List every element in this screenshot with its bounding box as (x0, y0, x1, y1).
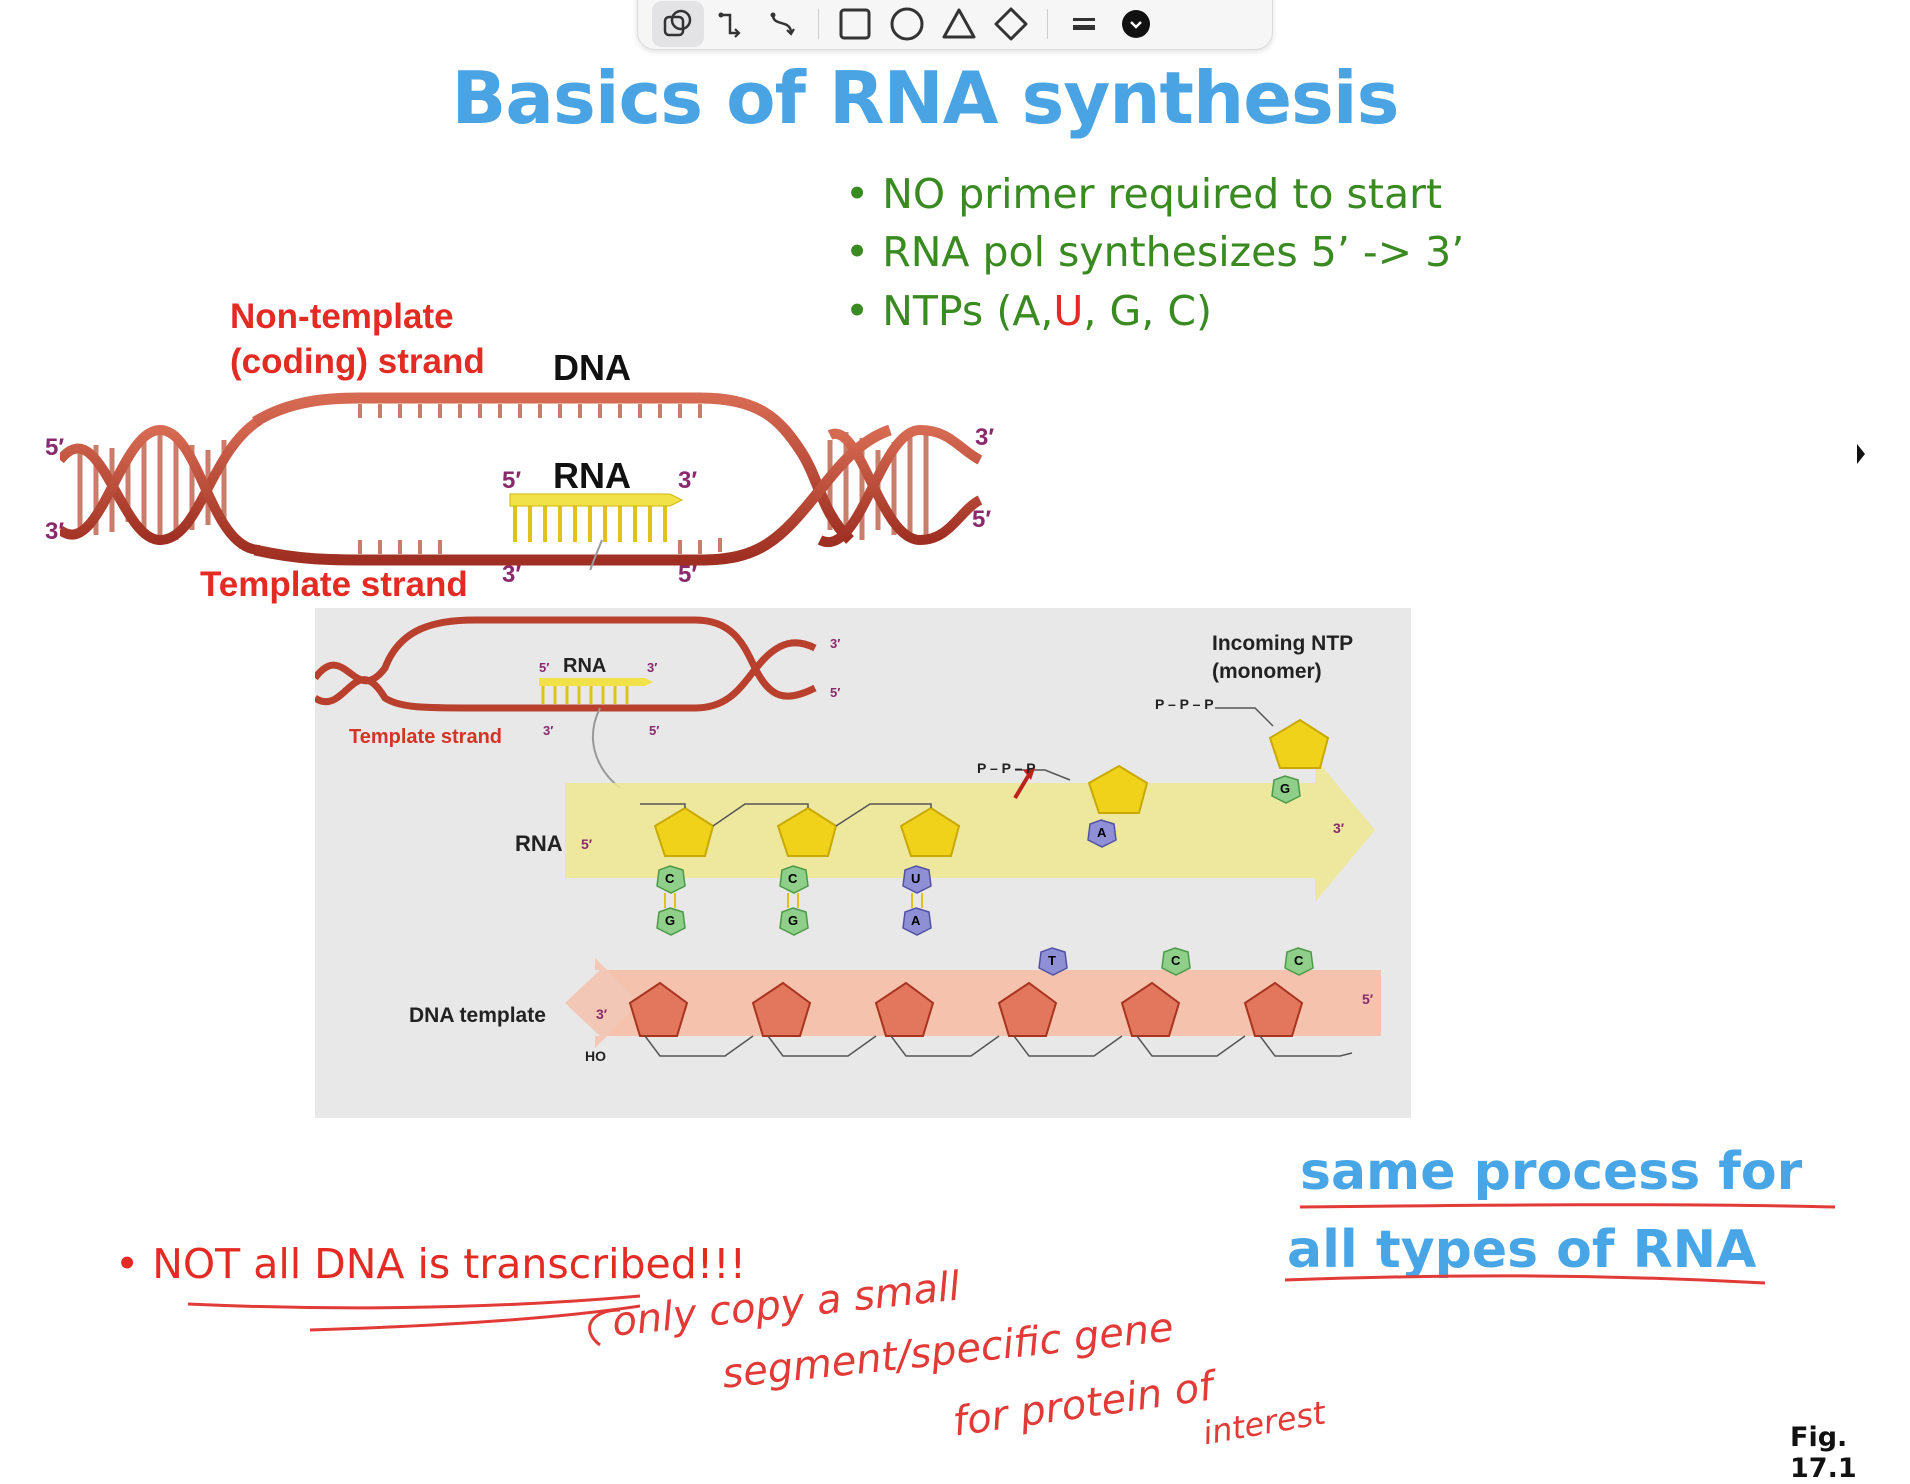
figure-caption: Fig. 17.1 (1790, 1422, 1857, 1484)
rna-base-c2: C (788, 871, 798, 886)
incoming-base-g: G (1280, 781, 1291, 796)
color-picker-icon[interactable] (1110, 1, 1162, 47)
ho-end: HO (585, 1048, 606, 1064)
monomer-label: (monomer) (1212, 660, 1322, 683)
square-icon[interactable] (829, 1, 881, 47)
dna-base-g1: G (665, 913, 676, 928)
mini-dna-5: 5′ (830, 685, 841, 700)
curved-connector-icon[interactable] (756, 1, 808, 47)
template-5-end: 5′ (678, 561, 698, 588)
dna-3-end-left: 3′ (45, 518, 65, 545)
diamond-icon[interactable] (985, 1, 1037, 47)
toolbar-divider (818, 9, 819, 39)
drawing-toolbar (637, 0, 1273, 50)
rna-strand-3: 3′ (1333, 820, 1345, 836)
dna-base-g2: G (788, 913, 799, 928)
transcription-bubble-diagram (60, 392, 983, 570)
handwritten-note-line4: interest (1200, 1393, 1329, 1453)
incoming-ntp-label: Incoming NTP (1212, 632, 1354, 655)
toolbar-divider (1047, 9, 1048, 39)
line-weight-icon[interactable] (1058, 1, 1110, 47)
mini-template-3: 3′ (543, 723, 554, 738)
detail-figure-panel: RNA 5′ 3′ Template strand 3′ 5′ 3′ 5′ RN… (312, 608, 1411, 1118)
handwritten-note-line3: for protein of (950, 1363, 1216, 1446)
dna-label: DNA (553, 347, 631, 388)
mini-rna-3: 3′ (647, 660, 658, 675)
same-process-line1: same process for (1300, 1142, 1803, 1202)
slide-title: Basics of RNA synthesis (451, 56, 1400, 140)
connector-icon[interactable] (704, 1, 756, 47)
template-strand-label: Template strand (200, 565, 468, 604)
nontemplate-label-2: (coding) strand (230, 342, 485, 381)
dna-template-label: DNA template (409, 1004, 546, 1027)
rna-strand-5: 5′ (581, 836, 593, 852)
dna-3-end-right: 3′ (975, 424, 995, 451)
ntps-u-highlight: U (1053, 287, 1084, 335)
dna-base-t: T (1048, 953, 1056, 968)
dna-base-a: A (911, 913, 921, 928)
rna-label-top: RNA (553, 455, 631, 496)
dna-base-c1: C (1171, 953, 1181, 968)
dna-5-end-right: 5′ (972, 506, 992, 533)
ntps-text: • NTPs (A, (845, 287, 1054, 335)
mini-dna-3: 3′ (830, 636, 841, 651)
circle-icon[interactable] (881, 1, 933, 47)
rna-base-c1: C (665, 871, 675, 886)
rna-3-end: 3′ (678, 467, 698, 494)
rna-strand-label: RNA (515, 831, 563, 856)
blue-text-underlines (1284, 1203, 1836, 1285)
triangle-icon[interactable] (933, 1, 985, 47)
dna-base-c2: C (1294, 953, 1304, 968)
rna-5-end: 5′ (502, 467, 522, 494)
nontemplate-label-1: Non-template (230, 297, 454, 336)
ntps-text-end: , G, C) (1083, 287, 1212, 335)
incoming-ppp: P – P – P (1155, 696, 1214, 712)
bottom-bullet-not-all-dna: • NOT all DNA is transcribed!!! (115, 1240, 747, 1288)
template-3-end: 3′ (502, 561, 522, 588)
shapes-icon[interactable] (652, 1, 704, 47)
cursor-mark-icon (1857, 444, 1865, 464)
mini-template-5: 5′ (649, 723, 660, 738)
bullet-no-primer: • NO primer required to start (845, 170, 1443, 218)
bullet-ntps: • NTPs (A,U, G, C) (845, 287, 1212, 335)
dna-template-5: 5′ (1362, 991, 1374, 1007)
mini-rna-label: RNA (563, 655, 607, 677)
rna-elongation-diagram (312, 616, 1381, 1057)
bracket-annotation (588, 1308, 621, 1347)
rna-base-u: U (911, 871, 921, 886)
mini-rna-5: 5′ (539, 660, 550, 675)
bullet-rna-pol: • RNA pol synthesizes 5’ -> 3’ (845, 228, 1465, 276)
mini-template-label: Template strand (349, 726, 502, 748)
attached-ppp: P – P – P (977, 760, 1036, 776)
dna-template-3: 3′ (596, 1006, 608, 1022)
same-process-line2: all types of RNA (1287, 1220, 1757, 1280)
incoming-base-a: A (1097, 825, 1107, 840)
